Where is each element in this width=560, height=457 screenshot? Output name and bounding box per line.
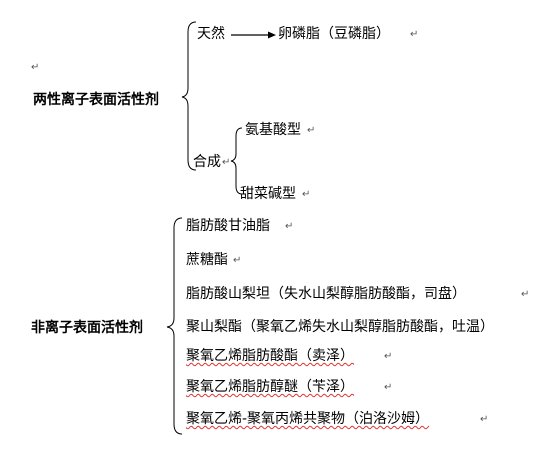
natural-arrow-head	[268, 31, 276, 39]
nonionic-item: 聚氧乙烯脂肪酸酯（卖泽）	[186, 348, 354, 364]
synthetic-item-betaine: 甜菜碱型	[240, 186, 296, 202]
nonionic-item: 聚氧乙烯-聚氧丙烯共聚物（泊洛沙姆）	[186, 411, 430, 427]
paragraph-mark: ↵	[302, 189, 311, 200]
paragraph-mark: ↵	[285, 221, 294, 232]
amphoteric-brace	[181, 21, 197, 171]
nonionic-item: 脂肪酸山梨坦（失水山梨醇脂肪酸酯，司盘）	[186, 286, 466, 302]
paragraph-mark: ↵	[480, 414, 489, 425]
nonionic-item: 聚山梨酯（聚氧乙烯失水山梨醇脂肪酸酯，吐温）	[186, 319, 494, 335]
natural-result: 卵磷脂（豆磷脂）	[278, 26, 390, 42]
nonionic-title: 非离子表面活性剂	[31, 320, 143, 336]
paragraph-mark: ↵	[222, 157, 231, 168]
paragraph-mark: ↵	[384, 382, 393, 393]
paragraph-mark: ↵	[233, 255, 242, 266]
paragraph-mark: ↵	[31, 62, 40, 73]
amphoteric-title: 两性离子表面活性剂	[33, 92, 159, 108]
synthetic-label: 合成	[193, 154, 221, 170]
paragraph-mark: ↵	[307, 125, 316, 136]
paragraph-mark: ↵	[410, 29, 419, 40]
nonionic-item: 蔗糖酯	[186, 252, 228, 268]
synthetic-brace	[230, 127, 243, 195]
natural-label: 天然	[197, 26, 225, 42]
paragraph-mark: ↵	[384, 351, 393, 362]
synthetic-item-amino-acid: 氨基酸型	[245, 122, 301, 138]
nonionic-brace	[166, 217, 183, 435]
nonionic-item: 脂肪酸甘油脂	[186, 218, 270, 234]
nonionic-item: 聚氧乙烯脂肪醇醚（苄泽）	[186, 379, 354, 395]
paragraph-mark: ↵	[521, 289, 530, 300]
